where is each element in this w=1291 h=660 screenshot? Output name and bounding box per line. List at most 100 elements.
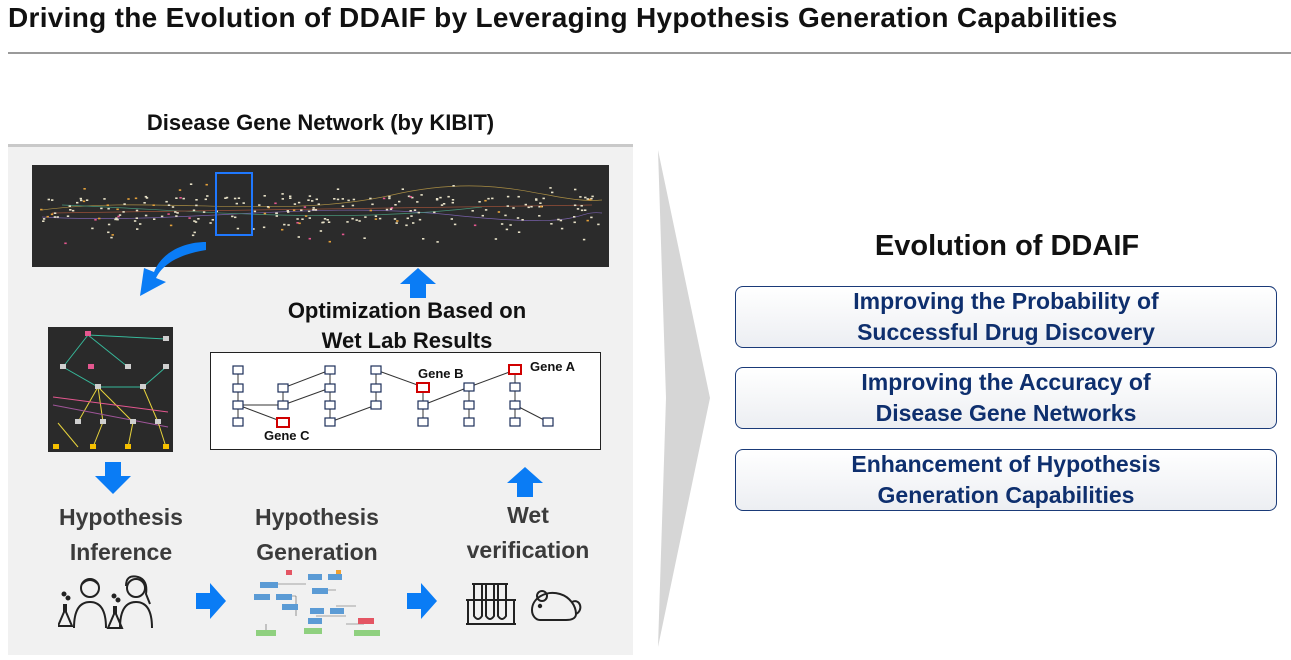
network-node <box>281 198 284 200</box>
network-node <box>591 195 594 198</box>
gene-c-label: Gene C <box>264 428 310 443</box>
network-node <box>301 218 304 220</box>
network-node <box>336 198 340 201</box>
network-node <box>506 195 510 198</box>
network-node <box>413 209 417 211</box>
network-node <box>333 198 336 200</box>
network-node <box>197 218 200 220</box>
network-node <box>107 231 110 234</box>
network-node <box>118 214 122 216</box>
network-node <box>307 210 311 213</box>
network-node <box>304 215 308 217</box>
network-node <box>524 203 527 206</box>
network-node <box>478 201 481 203</box>
network-node <box>450 218 453 220</box>
network-node <box>292 209 296 212</box>
network-node <box>110 236 113 239</box>
network-node <box>517 231 521 233</box>
network-node <box>253 210 257 213</box>
network-node <box>195 199 198 201</box>
network-node <box>416 201 419 203</box>
network-node <box>341 233 345 236</box>
gene-b-label: Gene B <box>418 366 464 381</box>
network-node <box>451 201 454 204</box>
network-node <box>540 205 543 208</box>
test-tubes-mouse-icon <box>466 583 582 625</box>
network-node <box>144 195 148 198</box>
network-node <box>473 224 477 227</box>
network-node <box>307 199 310 201</box>
network-node <box>160 215 164 218</box>
network-node <box>317 203 320 205</box>
network-node <box>233 197 237 200</box>
network-node <box>205 183 208 186</box>
network-node <box>314 209 318 211</box>
network-node <box>167 204 171 206</box>
network-node <box>136 228 139 230</box>
network-node <box>573 216 576 218</box>
disease-gene-network-image <box>32 165 609 267</box>
network-node <box>417 211 420 214</box>
network-node <box>300 209 303 212</box>
network-node <box>263 195 266 197</box>
network-title: Disease Gene Network (by KIBIT) <box>146 110 495 135</box>
network-node <box>133 220 137 222</box>
network-node <box>94 219 97 221</box>
network-node <box>242 202 245 204</box>
network-node <box>355 219 358 221</box>
network-node <box>289 195 292 198</box>
network-node <box>312 209 315 211</box>
network-node <box>85 199 89 201</box>
network-node <box>152 204 155 206</box>
network-node <box>91 227 94 230</box>
network-node <box>263 212 267 215</box>
network-node <box>311 200 314 202</box>
network-node <box>412 222 415 224</box>
network-node <box>506 205 509 207</box>
network-node <box>352 198 356 201</box>
network-node <box>559 219 563 222</box>
network-node <box>56 216 59 218</box>
step-wet-verification-label: Wet verification <box>466 502 590 563</box>
network-node <box>369 209 372 212</box>
network-node <box>586 219 589 222</box>
network-node <box>135 209 139 212</box>
network-node <box>351 217 354 220</box>
network-node <box>323 218 327 220</box>
network-node <box>66 215 70 217</box>
network-node <box>347 199 350 202</box>
network-node <box>535 199 538 201</box>
network-node <box>123 203 126 205</box>
network-node <box>297 236 300 238</box>
network-node <box>153 218 156 220</box>
network-node <box>275 212 278 215</box>
network-node <box>394 204 397 206</box>
network-node <box>167 213 170 215</box>
network-node <box>100 207 103 210</box>
network-node <box>590 197 593 200</box>
network-node <box>258 204 261 206</box>
network-node <box>471 210 474 212</box>
network-node <box>202 211 206 213</box>
network-node <box>512 207 515 209</box>
network-node <box>69 209 72 211</box>
network-node <box>590 216 593 219</box>
optimization-title: Optimization Based on Wet Lab Results <box>287 298 527 353</box>
network-node <box>388 197 391 200</box>
network-node <box>206 195 209 197</box>
network-node <box>193 220 196 222</box>
network-node <box>589 198 592 201</box>
network-node <box>539 202 542 204</box>
network-node <box>580 205 583 207</box>
network-node <box>411 196 414 199</box>
network-node <box>527 206 530 209</box>
network-node <box>505 228 509 231</box>
scientists-icon <box>58 575 153 629</box>
network-node <box>115 217 118 219</box>
network-node <box>296 218 299 220</box>
evolution-item-probability: Improving the Probability of Successful … <box>735 286 1277 348</box>
network-node <box>579 196 582 198</box>
network-node <box>175 197 178 199</box>
network-node <box>175 215 178 217</box>
network-node <box>117 215 120 218</box>
